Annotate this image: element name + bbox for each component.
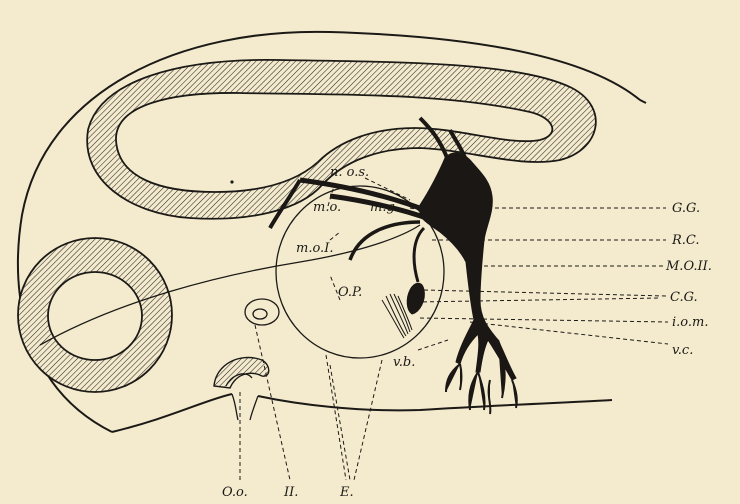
ciliary-ganglion (407, 283, 424, 314)
dot-mark (230, 180, 233, 183)
label-rc: R.C. (671, 233, 700, 248)
hatched-ring (18, 238, 172, 392)
label-gg: G.G. (672, 201, 700, 216)
label-vb: v.b. (393, 355, 415, 370)
label-vc: v.c. (672, 343, 693, 358)
nerve-lower (414, 228, 424, 282)
label-op: O.P. (338, 285, 362, 300)
label-iom: i.o.m. (672, 315, 708, 330)
label-oo: O.o. (222, 485, 248, 500)
label-mg: m.g. (370, 200, 399, 215)
eye-ii-inner (253, 309, 267, 319)
label-moii: M.O.II. (665, 259, 712, 274)
eye-ii (245, 299, 279, 325)
label-nos: n. o.s. (330, 165, 369, 180)
lower-jaw-outline (232, 394, 258, 420)
optic-oval (276, 186, 444, 358)
label-mo: m.o. (313, 200, 341, 215)
brain-tube (87, 60, 596, 219)
oo-crescent (214, 358, 269, 388)
label-ii: II. (283, 485, 298, 500)
label-mo1: m.o.I. (296, 241, 333, 256)
label-cg: C.G. (670, 290, 698, 305)
label-e: E. (339, 485, 354, 500)
